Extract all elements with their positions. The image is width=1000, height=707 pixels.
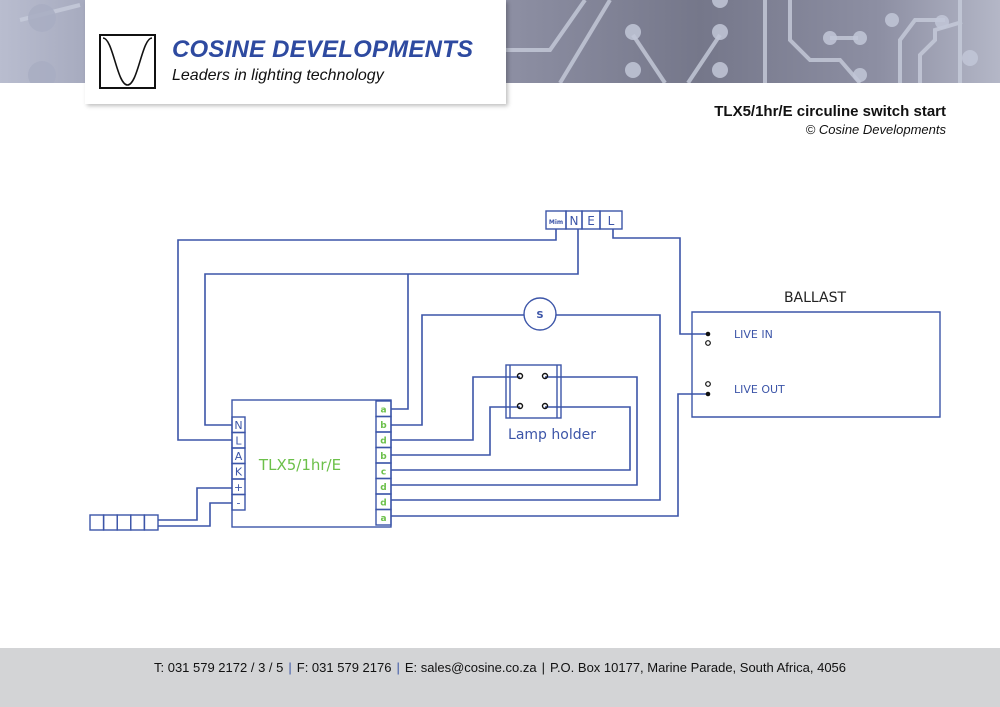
footer: T: 031 579 2172 / 3 / 5 | F: 031 579 2176 |… <box>0 648 1000 707</box>
wire-n-to-controller <box>204 229 579 426</box>
lamp-holder: Lamp holder <box>505 364 596 443</box>
supply-terminal-block: Mim N E L <box>545 210 623 230</box>
wire-battery-positive <box>158 487 232 521</box>
left-terminal-box <box>231 493 246 511</box>
supply-label-l: L <box>608 214 615 228</box>
footer-phone: T: 031 579 2172 / 3 / 5 <box>153 660 284 675</box>
controller-label: TLX5/1hr/E <box>258 456 341 474</box>
starter: S <box>523 297 557 331</box>
right-terminal-label: a <box>380 514 386 524</box>
footer-separator: | <box>541 660 545 675</box>
battery-cell <box>143 514 159 531</box>
lamp-pin-icon <box>516 372 524 380</box>
footer-address: P.O. Box 10177, Marine Parade, South Afr… <box>549 660 847 675</box>
left-terminal-label: L <box>235 435 242 448</box>
right-terminal-label: d <box>380 437 386 447</box>
document-title: TLX5/1hr/E circuline switch start <box>714 103 946 120</box>
wires <box>158 229 708 527</box>
battery-connector <box>89 514 159 531</box>
left-terminal-label: - <box>237 497 241 510</box>
footer-email[interactable]: E: sales@cosine.co.za <box>404 660 537 675</box>
left-terminal-label: K <box>235 466 243 479</box>
wire-starter-to-d <box>391 314 661 501</box>
supply-terminal-l <box>599 210 623 230</box>
battery-cell <box>102 514 118 531</box>
wire-lamp-to-d <box>391 376 638 486</box>
circuit-board-artwork <box>19 0 978 83</box>
right-terminal-label: b <box>380 421 387 431</box>
left-terminal-label: A <box>235 450 243 463</box>
wire-b-to-lamp <box>391 406 520 456</box>
starter-circle <box>523 297 557 331</box>
supply-label-e: E <box>587 214 595 228</box>
logo-card: COSINE DEVELOPMENTS Leaders in lighting … <box>85 0 506 104</box>
right-terminal-label: b <box>380 452 387 462</box>
lamp-holder-body <box>505 364 562 419</box>
wire-d-to-lamp <box>391 376 520 441</box>
right-terminal-label: d <box>380 483 386 493</box>
lamp-pin-icon <box>541 372 549 380</box>
live-out-terminal-icon <box>705 391 711 397</box>
live-in-terminal-icon <box>705 331 711 337</box>
company-name: COSINE DEVELOPMENTS <box>172 36 474 63</box>
footer-separator: | <box>396 660 400 675</box>
footer-fax: F: 031 579 2176 <box>296 660 392 675</box>
wire-n-to-a <box>391 274 409 410</box>
wire-battery-negative <box>158 502 232 527</box>
ballast-live-out-label: LIVE OUT <box>734 383 785 396</box>
left-terminal-label: + <box>234 481 243 494</box>
wire-lamp-to-c <box>391 406 631 471</box>
right-terminal-label: d <box>380 499 386 509</box>
document-copyright: © Cosine Developments <box>805 122 946 137</box>
terminal-icon <box>705 381 711 387</box>
right-terminal-label: c <box>381 468 386 478</box>
starter-label: S <box>536 310 543 321</box>
left-terminal-label: N <box>234 419 242 432</box>
wire-mim-to-n <box>177 229 557 441</box>
right-terminal-box <box>375 508 392 526</box>
wire-b-to-starter <box>391 314 524 426</box>
lamp-pin-icon <box>541 402 549 410</box>
terminal-icon <box>705 340 711 346</box>
wire-a-to-live-out <box>391 393 708 517</box>
supply-label-n: N <box>570 214 579 228</box>
battery-cell <box>130 514 146 531</box>
battery-cell <box>89 514 105 531</box>
footer-separator: | <box>288 660 292 675</box>
ballast-title: BALLAST <box>784 290 847 306</box>
ballast-live-in-label: LIVE IN <box>734 328 773 341</box>
ballast-body <box>691 311 941 418</box>
battery-cell <box>116 514 132 531</box>
footer-contact-line: T: 031 579 2172 / 3 / 5 | F: 031 579 2176 |… <box>0 660 1000 675</box>
lamp-holder-label: Lamp holder <box>508 427 596 443</box>
supply-label-mim: Mim <box>549 219 563 226</box>
lamp-pin-icon <box>516 402 524 410</box>
wire-l-to-live-in <box>612 229 708 335</box>
right-terminal-label: a <box>380 406 386 416</box>
company-tagline: Leaders in lighting technology <box>172 67 384 84</box>
cosine-wave-icon <box>99 34 156 89</box>
ballast: BALLAST LIVE IN LIVE OUT <box>691 290 941 418</box>
